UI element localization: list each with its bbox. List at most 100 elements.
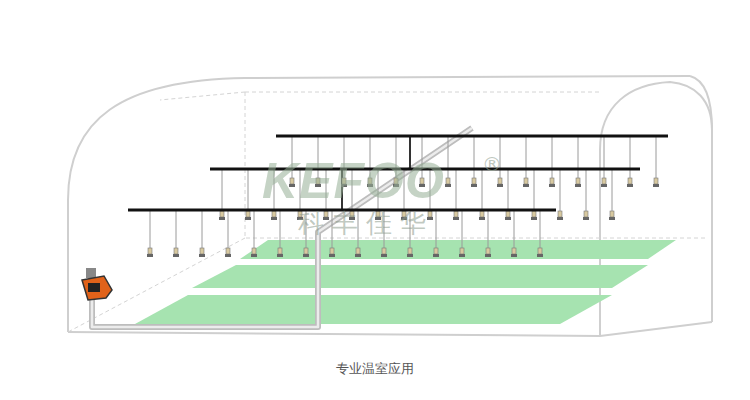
nozzle (486, 248, 490, 254)
nozzle (610, 211, 614, 217)
dropper-line (228, 210, 229, 248)
dropper-line (540, 210, 541, 248)
nozzle (576, 178, 580, 184)
nozzle-head (471, 184, 477, 187)
dropper-line (448, 136, 449, 178)
nozzle-head (549, 184, 555, 187)
nozzle (628, 178, 632, 184)
nozzle (538, 248, 542, 254)
nozzle-head (609, 217, 615, 220)
watermark-name: 科丰佳华 (298, 206, 434, 241)
dropper-line (222, 169, 223, 211)
greenhouse-frame (68, 76, 712, 336)
nozzle-head (251, 254, 257, 257)
nozzle-head (537, 254, 543, 257)
nozzle (174, 248, 178, 254)
nozzle-head (653, 184, 659, 187)
nozzle (356, 248, 360, 254)
dropper-line (474, 136, 475, 178)
nozzle (278, 248, 282, 254)
nozzle (506, 211, 510, 217)
nozzle-head (147, 254, 153, 257)
greenhouse-back (68, 92, 705, 332)
nozzle (584, 211, 588, 217)
nozzle (330, 248, 334, 254)
nozzle-head (505, 217, 511, 220)
droppers (147, 136, 659, 257)
dropper-line (150, 210, 151, 248)
nozzle (498, 178, 502, 184)
watermark-logo: KEFOO (262, 152, 445, 210)
nozzle-head (303, 254, 309, 257)
nozzle-head (173, 254, 179, 257)
caption: 专业温室应用 (0, 360, 750, 378)
dropper-line (560, 169, 561, 211)
nozzle-head (453, 217, 459, 220)
nozzle-head (219, 217, 225, 220)
nozzle (524, 178, 528, 184)
nozzle-head (523, 184, 529, 187)
nozzle (148, 248, 152, 254)
nozzle-head (381, 254, 387, 257)
nozzle-head (355, 254, 361, 257)
nozzle (558, 211, 562, 217)
supply-pipe (92, 128, 472, 327)
dropper-line (456, 169, 457, 211)
nozzle (252, 248, 256, 254)
nozzle (226, 248, 230, 254)
dropper-line (630, 136, 631, 178)
dropper-line (656, 136, 657, 178)
controller (82, 268, 112, 300)
nozzle (434, 248, 438, 254)
nozzle (220, 211, 224, 217)
dropper-line (578, 136, 579, 178)
nozzle-head (557, 217, 563, 220)
nozzle-head (271, 217, 277, 220)
nozzle-head (329, 254, 335, 257)
nozzle-head (627, 184, 633, 187)
dropper-line (534, 169, 535, 211)
nozzle-head (583, 217, 589, 220)
nozzle (512, 248, 516, 254)
nozzle-head (479, 217, 485, 220)
nozzle-head (485, 254, 491, 257)
dropper-line (508, 169, 509, 211)
nozzle-head (511, 254, 517, 257)
nozzle (654, 178, 658, 184)
nozzle (200, 248, 204, 254)
dropper-line (202, 210, 203, 248)
dropper-line (604, 136, 605, 178)
dropper-line (462, 210, 463, 248)
nozzle-head (531, 217, 537, 220)
dropper-line (586, 169, 587, 211)
dropper-line (488, 210, 489, 248)
spray-pipes (128, 136, 668, 210)
nozzle-head (445, 184, 451, 187)
nozzle (272, 211, 276, 217)
dropper-line (612, 169, 613, 211)
nozzle-head (225, 254, 231, 257)
nozzle (408, 248, 412, 254)
nozzle (304, 248, 308, 254)
nozzle (246, 211, 250, 217)
dropper-line (248, 169, 249, 211)
dropper-line (280, 210, 281, 248)
nozzle (382, 248, 386, 254)
nozzle-head (245, 217, 251, 220)
dropper-line (176, 210, 177, 248)
nozzle-head (459, 254, 465, 257)
nozzle (454, 211, 458, 217)
dropper-line (254, 210, 255, 248)
nozzle-head (199, 254, 205, 257)
nozzle (472, 178, 476, 184)
dropper-line (436, 210, 437, 248)
registered-mark: ® (482, 152, 502, 176)
nozzle (532, 211, 536, 217)
nozzle-head (407, 254, 413, 257)
nozzle (446, 178, 450, 184)
nozzle-head (601, 184, 607, 187)
nozzle (460, 248, 464, 254)
nozzle (602, 178, 606, 184)
nozzle-head (497, 184, 503, 187)
